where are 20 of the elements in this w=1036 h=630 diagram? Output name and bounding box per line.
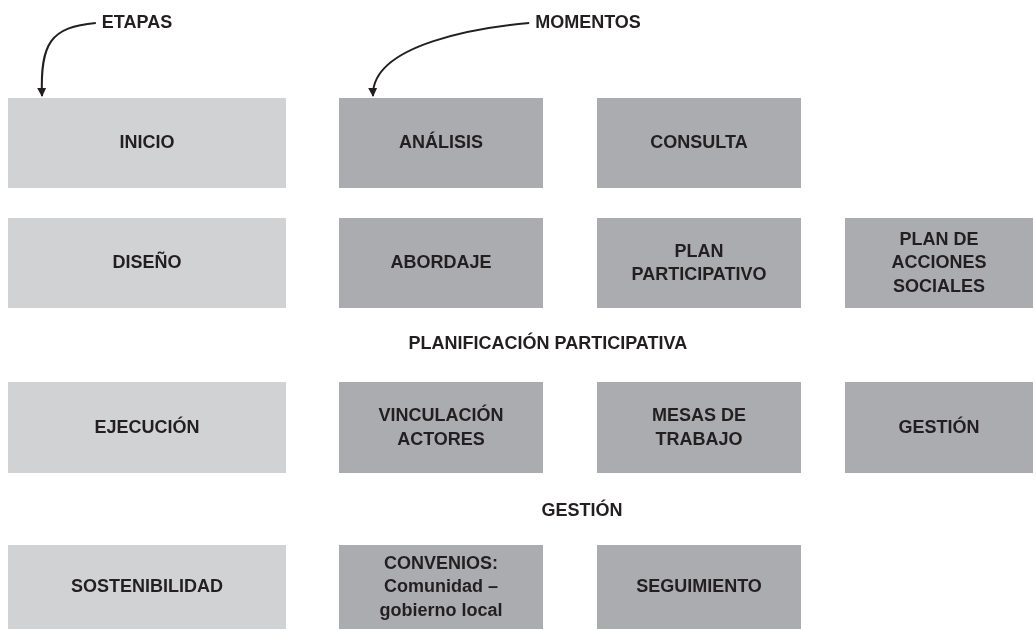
moment-box: MESAS DE TRABAJO — [597, 382, 801, 473]
moment-box: CONVENIOS: Comunidad – gobierno local — [339, 545, 543, 629]
stage-box: DISEÑO — [8, 218, 286, 308]
moment-box: ABORDAJE — [339, 218, 543, 308]
stage-box: INICIO — [8, 98, 286, 188]
moment-box: SEGUIMIENTO — [597, 545, 801, 629]
curved-arrow — [369, 22, 531, 97]
curved-arrow — [37, 22, 97, 97]
heading-label: MOMENTOS — [528, 8, 648, 38]
moment-box: VINCULACIÓN ACTORES — [339, 382, 543, 473]
moment-box: PLAN PARTICIPATIVO — [597, 218, 801, 308]
moment-box: GESTIÓN — [845, 382, 1033, 473]
stage-box: EJECUCIÓN — [8, 382, 286, 473]
stage-box: SOSTENIBILIDAD — [8, 545, 286, 629]
moment-box: CONSULTA — [597, 98, 801, 188]
moment-box: ANÁLISIS — [339, 98, 543, 188]
section-heading: PLANIFICACIÓN PARTICIPATIVA — [408, 333, 688, 354]
heading-label: ETAPAS — [92, 8, 182, 38]
moment-box: PLAN DE ACCIONES SOCIALES — [845, 218, 1033, 308]
section-heading: GESTIÓN — [541, 500, 623, 521]
